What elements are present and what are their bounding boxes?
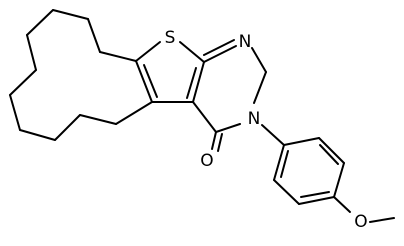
bond	[369, 217, 395, 223]
bond	[26, 34, 37, 71]
bond	[192, 101, 217, 133]
bond	[203, 45, 237, 63]
bond	[333, 196, 351, 213]
bond	[19, 129, 56, 141]
bond	[26, 9, 54, 36]
bond	[280, 150, 289, 178]
bond	[253, 71, 267, 104]
bond	[273, 179, 300, 205]
bond	[186, 67, 197, 99]
bond	[273, 144, 285, 181]
atom-labels: S N N O O	[165, 28, 368, 232]
bond	[298, 196, 335, 205]
bond	[9, 69, 37, 96]
methoxy-oxygen-label: O	[354, 212, 367, 232]
bond	[52, 9, 89, 20]
bond	[79, 114, 117, 125]
bond	[217, 133, 223, 152]
bond	[135, 41, 161, 62]
bond	[203, 39, 235, 56]
bond	[54, 114, 81, 141]
ring-nitrogen-label: N	[239, 32, 252, 52]
bond	[211, 131, 217, 150]
thiophene-bonds	[135, 41, 205, 103]
bond	[192, 61, 205, 103]
bond	[99, 51, 137, 62]
bond	[115, 101, 153, 125]
bond	[87, 18, 101, 53]
bond	[9, 94, 21, 131]
macrocycle-bonds	[9, 9, 153, 141]
bond	[261, 124, 285, 146]
bond	[143, 64, 158, 98]
bond	[179, 41, 205, 63]
bond	[319, 144, 339, 165]
carbonyl-oxygen-label: O	[200, 151, 213, 171]
bond	[300, 191, 330, 198]
sulfur-label: S	[165, 28, 176, 48]
bond	[333, 162, 345, 198]
bond	[318, 137, 345, 164]
bond	[283, 137, 320, 146]
bond	[215, 123, 241, 133]
amide-nitrogen-label: N	[248, 109, 261, 129]
methoxyphenyl-bonds	[261, 124, 395, 223]
bond	[135, 60, 153, 103]
pyrimidinone-bonds	[192, 39, 267, 152]
bond	[251, 47, 267, 73]
